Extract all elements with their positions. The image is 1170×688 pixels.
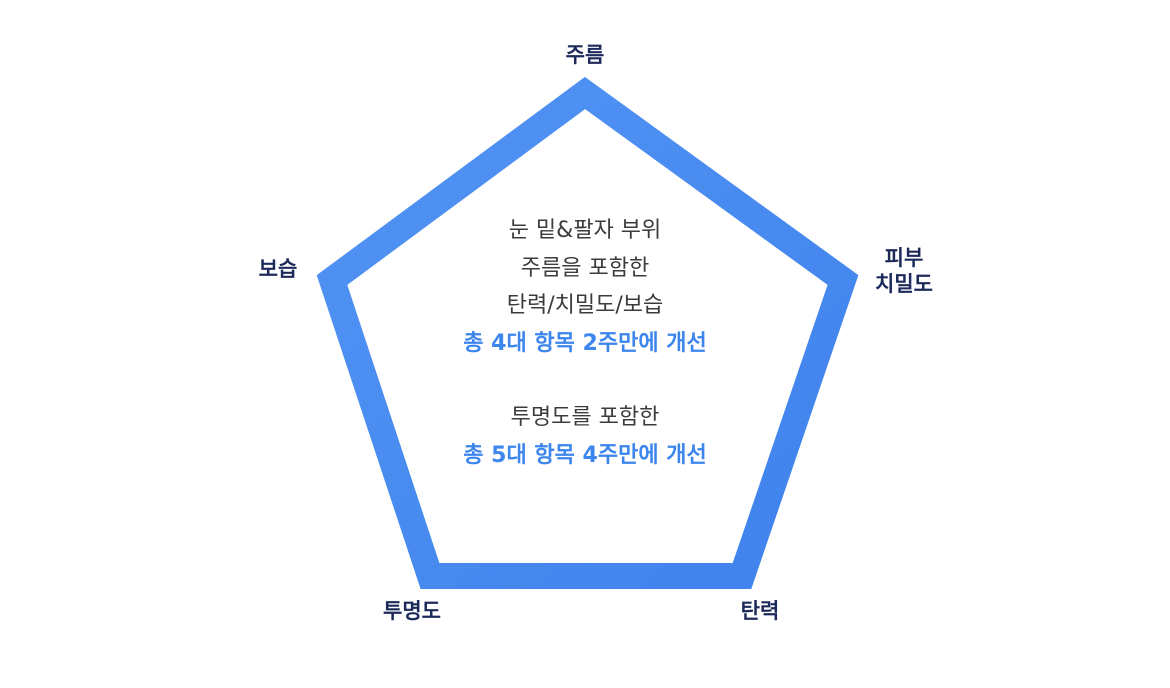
description-line: 투명도를 포함한 xyxy=(510,405,660,430)
highlight-line: 총 5대 항목 4주만에 개선 xyxy=(463,442,707,468)
highlight-line: 총 4대 항목 2주만에 개선 xyxy=(463,330,707,356)
vertex-label-bottom-right: 탄력 xyxy=(740,599,780,623)
vertex-label-bottom-left: 투명도 xyxy=(383,599,441,623)
center-description: 눈 밑&팔자 부위 주름을 포함한 탄력/치밀도/보습 총 4대 항목 2주만에… xyxy=(405,212,765,474)
vertex-label-right-line1: 피부 xyxy=(884,246,924,270)
description-line: 주름을 포함한 xyxy=(520,255,650,281)
vertex-label-right-line2: 치밀도 xyxy=(875,272,933,296)
description-line: 눈 밑&팔자 부위 xyxy=(508,218,662,243)
vertex-label-left: 보습 xyxy=(258,257,298,281)
description-line: 탄력/치밀도/보습 xyxy=(506,293,664,318)
vertex-label-right: 피부 치밀도 xyxy=(875,245,933,297)
spacer xyxy=(405,362,765,399)
vertex-label-top: 주름 xyxy=(565,43,605,67)
pentagon-outline xyxy=(316,76,859,589)
